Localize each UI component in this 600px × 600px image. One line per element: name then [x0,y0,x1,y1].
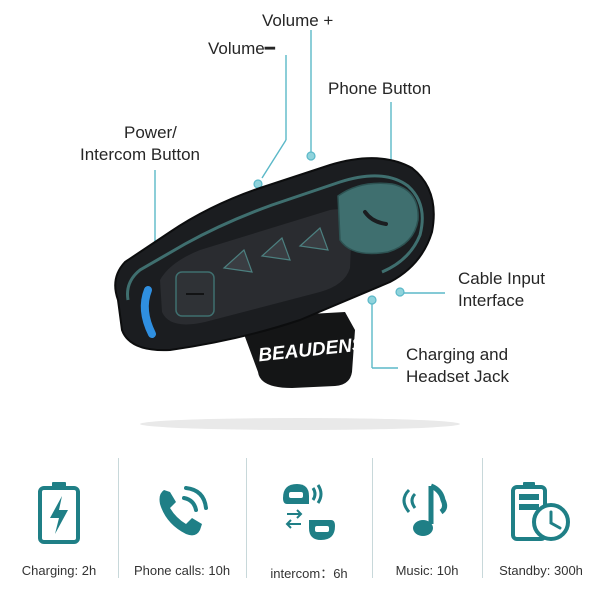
device-shadow [140,418,460,430]
power-intercom-label: Power/ Intercom Button [80,123,201,164]
feature-label: intercom：6h [270,566,348,581]
battery-clock-standby-icon [509,480,573,549]
volume-minus-label: Volume━ [208,39,275,58]
charging-jack-label: Charging and Headset Jack [406,345,509,386]
volume-plus-label: Volume + [262,11,334,30]
divider [372,458,373,578]
callout-lines [154,30,445,369]
feature-phone-calls: Phone calls: 10h [118,455,246,595]
divider [246,458,247,578]
intercom-helmets-icon [277,480,341,549]
device-rim [126,174,424,301]
feature-label: Phone calls: 10h [133,563,231,578]
device-illustration: BEAUDENS [114,30,460,430]
music-note-icon [395,480,459,549]
arrow-buttons [222,226,329,273]
feature-music: Music: 10h [372,455,482,595]
phone-button-label: Phone Button [328,79,432,98]
battery-charging-icon [37,480,81,549]
phone-call-icon [150,480,214,549]
feature-intercom: intercom：6h [246,455,372,595]
divider [118,458,119,578]
led-light [140,286,156,338]
divider [482,458,483,578]
cable-input-label: Cable Input Interface [458,269,545,310]
feature-label: Charging: 2h [21,563,97,578]
feature-charging: Charging: 2h [0,455,118,595]
feature-label: Music: 10h [395,563,459,578]
phone-button [337,182,419,255]
feature-label: Standby: 300h [499,563,583,578]
feature-standby: Standby: 300h [482,455,600,595]
